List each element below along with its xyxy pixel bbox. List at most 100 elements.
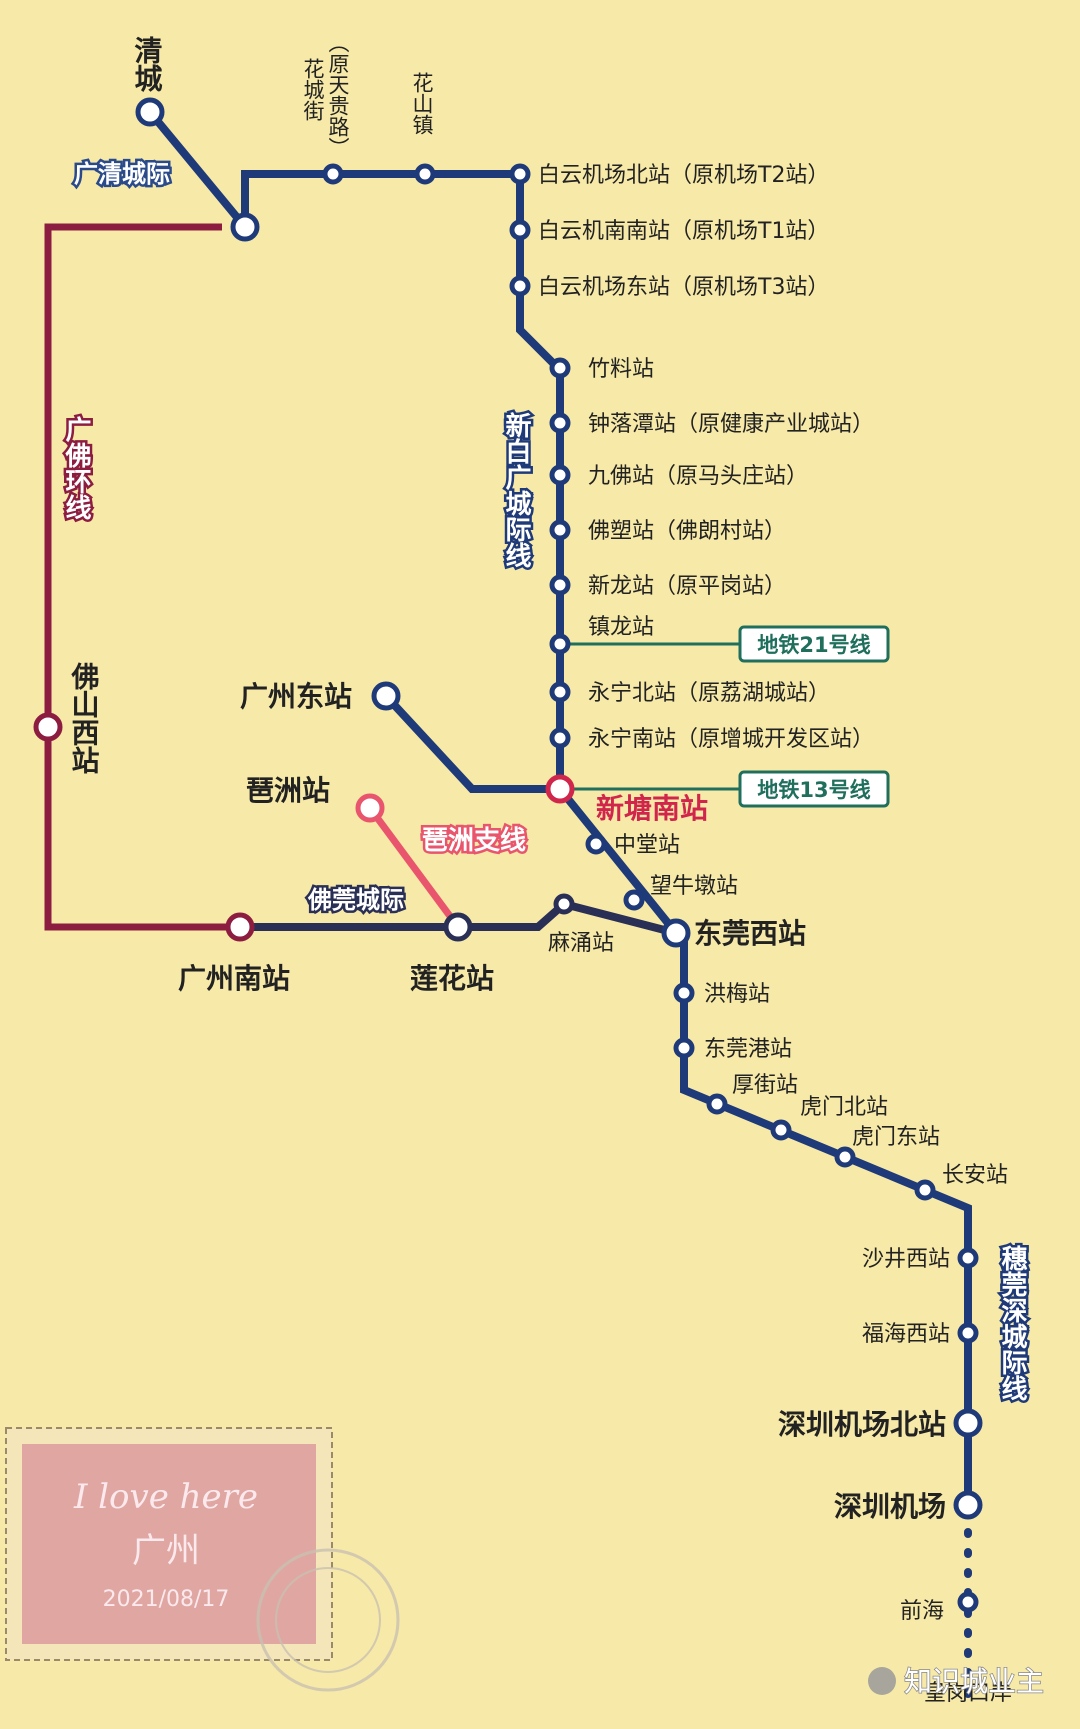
label-huachengjie-old: （原天贵路） <box>326 32 350 158</box>
station-marker-houjie[interactable] <box>706 1093 728 1115</box>
guangqing-tag-bg <box>64 158 180 190</box>
station-marker-baiyun-east[interactable] <box>509 275 531 297</box>
station-marker-baiyun-south[interactable] <box>509 219 531 241</box>
guangfo-ring-line <box>44 223 240 931</box>
station-marker-huachengjie[interactable] <box>322 163 344 185</box>
station-marker-shajing-west[interactable] <box>957 1247 979 1269</box>
fowan-line-label: 佛莞城际 <box>307 886 404 914</box>
station-marker-humen-north[interactable] <box>770 1119 792 1141</box>
label-xinlong: 新龙站（原平岗站） <box>588 574 786 599</box>
metro21-tag[interactable] <box>738 625 890 663</box>
station-marker-qianhai[interactable] <box>957 1591 979 1613</box>
station-marker-yongning-north[interactable] <box>549 681 571 703</box>
stamp-script: I love here <box>73 1477 258 1517</box>
station-marker-guangqing-junction[interactable] <box>230 212 260 242</box>
station-marker-changan[interactable] <box>914 1179 936 1201</box>
station-marker-fuhai-west[interactable] <box>957 1322 979 1344</box>
postage-stamp: I love here 广州 2021/08/17 <box>5 1427 400 1692</box>
station-marker-wangniudun[interactable] <box>623 889 645 911</box>
label-baiyun-south: 白云机南南站（原机场T1站） <box>538 219 829 244</box>
station-marker-zhongtang[interactable] <box>585 833 607 855</box>
station-marker-zhenlong[interactable] <box>549 633 571 655</box>
station-marker-zhuliao[interactable] <box>549 357 571 379</box>
station-marker-baiyun-north[interactable] <box>509 163 531 185</box>
label-yongning-south: 永宁南站（原增城开发区站） <box>588 727 874 752</box>
label-wangniudun: 望牛墩站 <box>650 874 738 899</box>
suiguanshen-line-label: 穗莞深城际线 <box>997 1245 1027 1401</box>
label-jiufo: 九佛站（原马头庄站） <box>588 464 808 489</box>
label-humen-north: 虎门北站 <box>800 1095 888 1120</box>
guangqing-line <box>146 109 249 230</box>
label-machong: 麻涌站 <box>548 931 614 956</box>
station-marker-dongguangang[interactable] <box>673 1037 695 1059</box>
label-huashanzhen: 花山镇 <box>410 72 434 135</box>
label-zhuliao: 竹料站 <box>588 357 654 382</box>
label-dongguangang: 东莞港站 <box>704 1037 792 1062</box>
wechat-icon <box>868 1667 896 1695</box>
station-marker-huashanzhen[interactable] <box>414 163 436 185</box>
station-marker-fosu[interactable] <box>549 519 571 541</box>
metro13-label: 地铁13号线 <box>757 778 870 802</box>
station-marker-xinlong[interactable] <box>549 574 571 596</box>
fowan-line <box>240 899 678 937</box>
pazhou-branch-line <box>367 805 461 930</box>
watermark-text: 知识城业主 <box>904 1665 1044 1698</box>
metro21-label: 地铁21号线 <box>757 633 870 657</box>
station-marker-lianhua[interactable] <box>443 912 473 942</box>
label-qingcheng: 清城 <box>131 36 164 93</box>
station-marker-szairport[interactable] <box>953 1490 983 1520</box>
label-baiyun-east: 白云机场东站（原机场T3站） <box>538 275 829 300</box>
label-shajing-west: 沙井西站 <box>862 1247 950 1272</box>
station-marker-pazhou[interactable] <box>355 793 385 823</box>
station-marker-guangzhou-east[interactable] <box>371 681 401 711</box>
stamp-date: 2021/08/17 <box>103 1587 230 1612</box>
label-hongmei: 洪梅站 <box>704 982 770 1007</box>
label-fuhai-west: 福海西站 <box>862 1322 950 1347</box>
guangzhou-east-link-line <box>383 693 560 793</box>
label-szairport: 深圳机场 <box>834 1490 946 1523</box>
label-qianhai: 前海 <box>900 1599 944 1624</box>
label-pazhou: 琶洲站 <box>246 774 330 807</box>
station-marker-foshan-west[interactable] <box>33 712 63 742</box>
xinbai-line <box>241 170 564 789</box>
label-lianhua: 莲花站 <box>410 962 494 995</box>
station-marker-xintang-south[interactable] <box>545 774 575 804</box>
station-marker-yongning-south[interactable] <box>549 727 571 749</box>
label-yongning-north: 永宁北站（原荔湖城站） <box>588 681 830 706</box>
station-marker-humen-east[interactable] <box>834 1146 856 1168</box>
label-fosu: 佛塑站（佛朗村站） <box>588 519 786 544</box>
label-guangzhou-east: 广州东站 <box>240 680 352 713</box>
station-marker-dongguan-west[interactable] <box>661 918 691 948</box>
label-zhongluotan: 钟落潭站（原健康产业城站） <box>588 412 874 437</box>
label-huanggang: 皇岗口岸 <box>924 1681 1012 1706</box>
guangfo-ring-label: 广佛环线 <box>61 416 92 520</box>
metro13-tag[interactable] <box>738 770 890 808</box>
guangqing-line-label: 广清城际 <box>74 160 170 188</box>
label-huachengjie: 花城街 <box>301 58 325 121</box>
station-marker-qingcheng[interactable] <box>135 97 165 127</box>
station-marker-jiufo[interactable] <box>549 464 571 486</box>
label-foshan-west: 佛山西站 <box>68 662 101 774</box>
station-marker-szairport-north[interactable] <box>953 1408 983 1438</box>
watermark: 知识城业主 <box>868 1664 1045 1699</box>
station-marker-machong[interactable] <box>553 893 575 915</box>
station-marker-guangzhou-south[interactable] <box>225 912 255 942</box>
label-changan: 长安站 <box>942 1163 1008 1188</box>
station-marker-zhongluotan[interactable] <box>549 412 571 434</box>
postmark-ring <box>256 1548 400 1692</box>
label-humen-east: 虎门东站 <box>852 1125 940 1150</box>
xinbai-line-label: 新白广城际线 <box>501 411 531 568</box>
label-guangzhou-south: 广州南站 <box>178 962 290 995</box>
label-baiyun-north: 白云机场北站（原机场T2站） <box>538 163 829 188</box>
label-dongguan-west: 东莞西站 <box>694 917 806 950</box>
label-xintang-south: 新塘南站 <box>596 792 708 825</box>
station-marker-hongmei[interactable] <box>673 982 695 1004</box>
label-houjie: 厚街站 <box>732 1073 798 1098</box>
label-szairport-north: 深圳机场北站 <box>778 1408 946 1441</box>
pazhou-branch-label: 琶洲支线 <box>422 826 526 856</box>
label-zhenlong: 镇龙站 <box>588 615 654 640</box>
stamp-city: 广州 <box>132 1531 200 1571</box>
postmark-inner <box>275 1567 381 1673</box>
